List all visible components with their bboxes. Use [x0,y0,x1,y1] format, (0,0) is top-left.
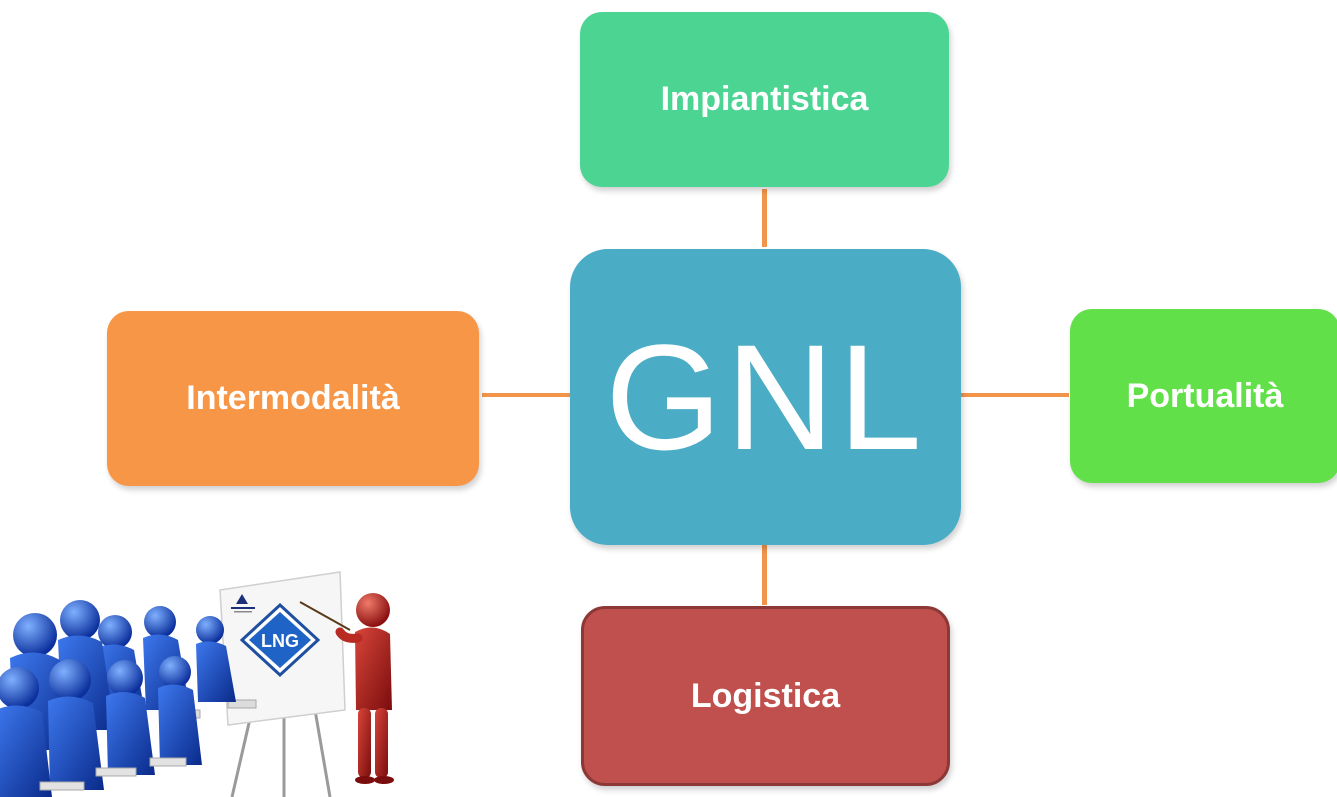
node-portualita: Portualità [1070,309,1337,483]
connector-top [762,189,767,247]
connector-bottom [762,545,767,605]
lng-sign-icon: LNG [239,602,321,678]
flipchart-board: LNG [219,571,346,797]
audience-figures [0,600,257,797]
lng-sign-label: LNG [261,631,299,651]
connector-right [961,393,1069,397]
node-logistica: Logistica [581,606,950,786]
node-portualita-label: Portualità [1126,376,1284,415]
center-node-gnl: GNL [570,249,961,545]
center-node-label: GNL [605,312,926,481]
connector-left [482,393,570,397]
node-intermodalita: Intermodalità [107,311,479,486]
node-impiantistica: Impiantistica [580,12,949,187]
node-intermodalita-label: Intermodalità [186,379,400,417]
presenter-figure [299,593,394,784]
classroom-illustration: LNG [0,571,394,797]
node-logistica-label: Logistica [690,676,841,715]
node-impiantistica-label: Impiantistica [660,80,869,118]
